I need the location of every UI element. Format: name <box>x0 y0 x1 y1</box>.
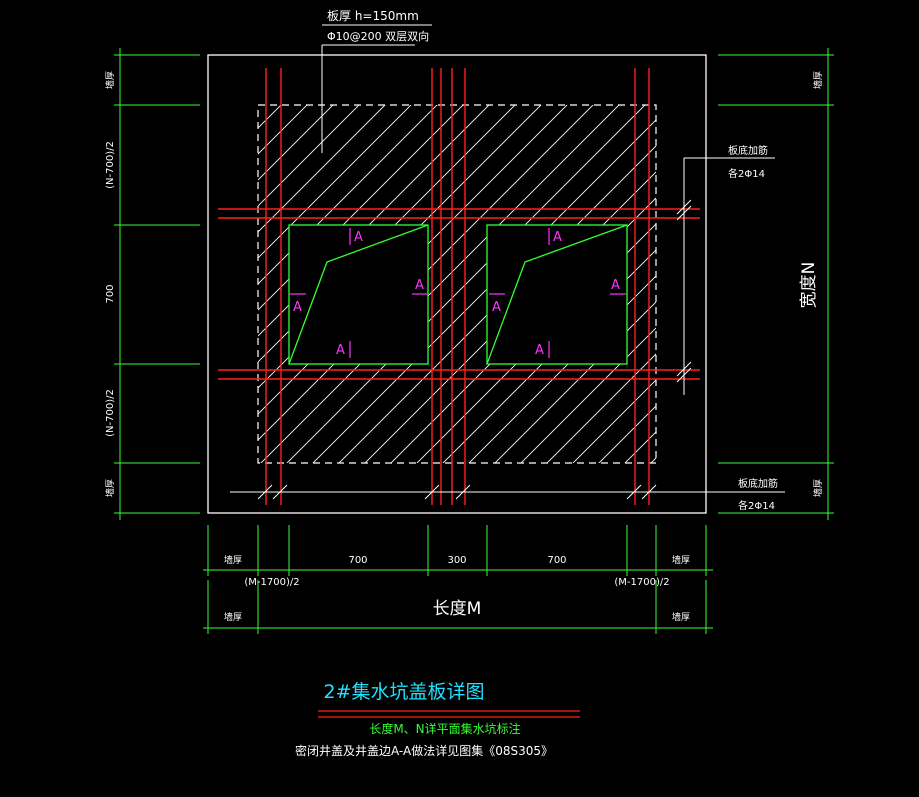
section-mark-left-right: A <box>415 278 424 293</box>
section-marks-right <box>489 228 626 358</box>
hatch-line <box>258 105 535 463</box>
hatch-line <box>684 60 919 560</box>
slab-outline <box>207 54 707 514</box>
section-mark-right-left: A <box>492 300 501 315</box>
hatch-pattern <box>258 60 919 560</box>
opening-left <box>288 224 429 365</box>
left-dim-middle: 700 <box>105 284 116 303</box>
length-label: 长度M <box>433 599 482 619</box>
rebar-horizontal <box>218 208 700 380</box>
width-label: 宽度N <box>799 262 819 309</box>
section-mark-left-left: A <box>293 300 302 315</box>
bottom-dim-edge-right: (M-1700)/2 <box>614 577 669 588</box>
left-dim-wall-top: 墙厚 <box>104 71 116 89</box>
left-dim-wall-bottom: 墙厚 <box>104 479 116 497</box>
hatch-line <box>258 105 656 463</box>
hatch-line <box>258 105 656 463</box>
bottom-dim-seg1: 700 <box>348 555 367 566</box>
rebar-vertical <box>265 68 650 505</box>
bottom-dim-wall-left-2: 墙厚 <box>224 611 242 623</box>
hatch-line <box>258 105 457 463</box>
cover-outline-left <box>288 224 429 365</box>
note-line-2: 密闭井盖及井盖边A-A做法详见图集《08S305》 <box>295 743 553 758</box>
hatch-line <box>258 105 353 463</box>
bottom-dimension-chain-2 <box>203 580 713 634</box>
opening-right <box>486 224 628 365</box>
left-dimension-chain <box>114 48 200 520</box>
section-mark-right-bottom: A <box>535 343 544 358</box>
hatch-line <box>397 105 656 463</box>
section-mark-right-top: A <box>553 230 562 245</box>
section-marks-left <box>290 228 428 358</box>
section-mark-right-right: A <box>611 278 620 293</box>
cover-outline-right <box>486 224 628 365</box>
bottom-dim-wall-right: 墙厚 <box>672 554 690 566</box>
right-dim-wall-bottom: 墙厚 <box>812 479 824 497</box>
right-dim-wall-top: 墙厚 <box>812 71 824 89</box>
left-dim-edge-top: (N-700)/2 <box>105 141 116 189</box>
slab-note-leader <box>321 24 432 153</box>
bottom-dimension-chain-1 <box>203 525 713 576</box>
reinforcement-count-bottom: 各2Φ14 <box>738 499 775 512</box>
left-dim-edge-bottom: (N-700)/2 <box>105 389 116 437</box>
reinforcement-leader <box>230 157 785 500</box>
bottom-dim-wall-left: 墙厚 <box>224 554 242 566</box>
hatch-line <box>258 105 483 463</box>
reinforcement-label-top: 板底加筋 <box>728 144 768 157</box>
hatch-line <box>258 105 431 463</box>
hatch-line <box>258 105 301 463</box>
section-mark-left-top: A <box>354 230 363 245</box>
hatch-line <box>258 105 405 463</box>
bottom-dim-seg3: 700 <box>547 555 566 566</box>
slab-thickness-note: 板厚 h=150mm <box>327 9 419 23</box>
note-line-1: 长度M、N详平面集水坑标注 <box>369 721 520 736</box>
bottom-dim-edge-left: (M-1700)/2 <box>244 577 299 588</box>
hatch-line <box>658 60 919 560</box>
slab-rebar-note: Φ10@200 双层双向 <box>327 29 429 43</box>
reinforcement-label-bottom: 板底加筋 <box>738 477 778 490</box>
reinforcement-count-top: 各2Φ14 <box>728 167 765 180</box>
section-mark-left-bottom: A <box>336 343 345 358</box>
bottom-dim-seg2: 300 <box>447 555 466 566</box>
wall-dashed-outline <box>257 104 657 464</box>
bottom-dim-wall-right-2: 墙厚 <box>672 611 690 623</box>
drawing-title: 2#集水坑盖板详图 <box>323 681 484 703</box>
hatch-line <box>258 105 379 463</box>
hatch-line <box>258 105 509 463</box>
right-dimension-chain <box>718 48 834 520</box>
